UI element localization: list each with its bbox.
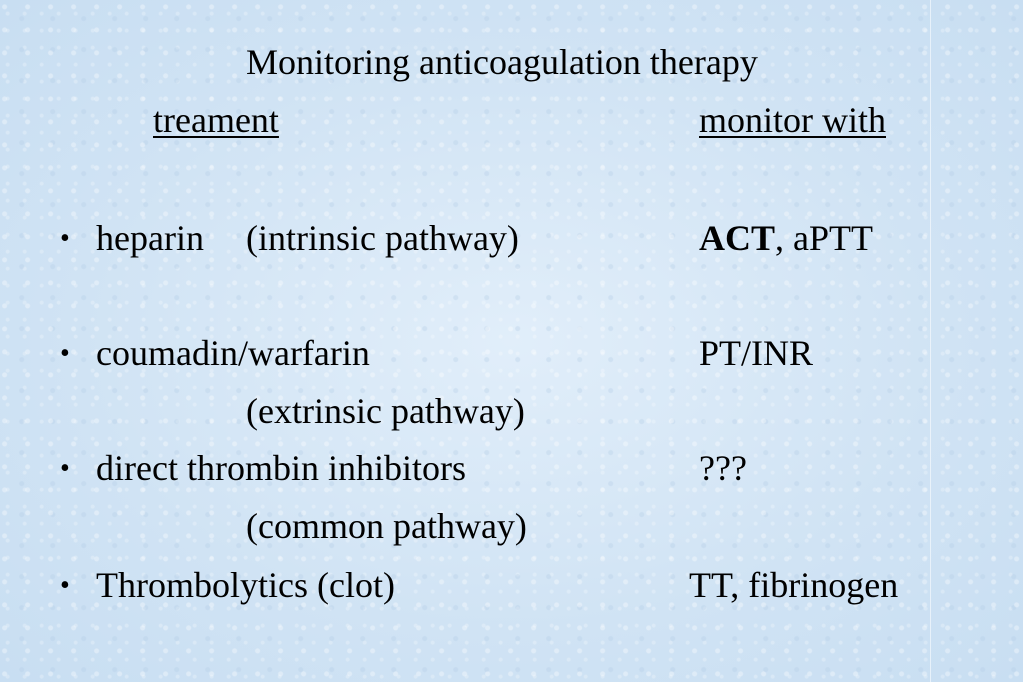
pathway-common: (common pathway)	[246, 506, 527, 546]
background-edge-line	[930, 0, 931, 682]
pathway-extrinsic: (extrinsic pathway)	[246, 391, 525, 431]
treatment-column-header: treament	[153, 100, 279, 140]
monitor-coumadin: PT/INR	[699, 333, 814, 373]
treatment-direct-thrombin-inhibitors: direct thrombin inhibitors	[96, 448, 466, 488]
bullet-marker: •	[60, 570, 70, 601]
treatment-heparin: heparin	[96, 218, 204, 258]
monitor-heparin: ACT, aPTT	[699, 220, 873, 256]
pathway-intrinsic: (intrinsic pathway)	[246, 218, 519, 258]
bullet-marker: •	[60, 338, 70, 369]
monitor-thrombolytics: TT, fibrinogen	[689, 565, 899, 605]
monitor-act-bold: ACT	[699, 218, 776, 258]
treatment-coumadin-warfarin: coumadin/warfarin	[96, 333, 370, 373]
monitor-direct-thrombin: ???	[699, 448, 747, 488]
slide-title: Monitoring anticoagulation therapy	[246, 42, 758, 82]
monitor-aptt: , aPTT	[775, 218, 873, 258]
bullet-marker: •	[60, 453, 70, 484]
bullet-marker: •	[60, 223, 70, 254]
monitor-column-header: monitor with	[699, 100, 886, 140]
treatment-thrombolytics: Thrombolytics (clot)	[96, 565, 395, 605]
